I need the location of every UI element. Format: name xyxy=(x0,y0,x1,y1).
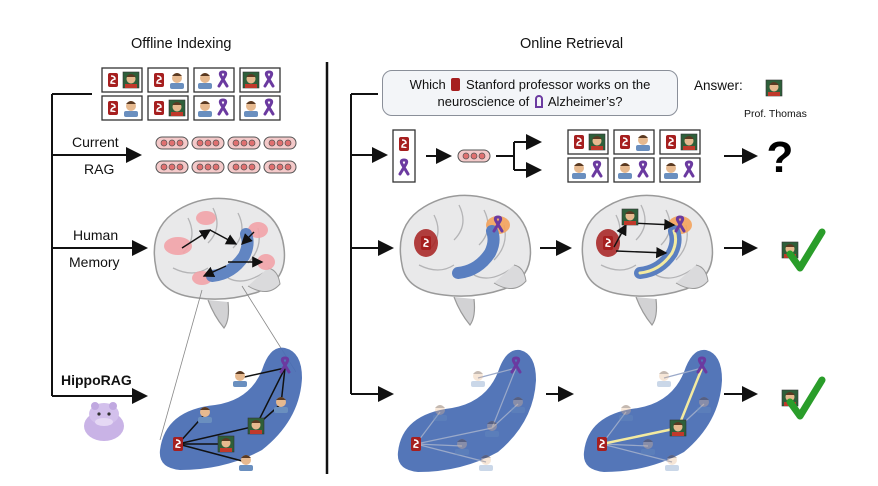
purple-ribbon-icon xyxy=(534,95,543,108)
answer-name: Prof. Thomas xyxy=(744,108,807,120)
hipporag-label: HippoRAG xyxy=(61,372,132,388)
answer-portrait-icon xyxy=(765,79,783,97)
human-memory-label-line2: Memory xyxy=(69,254,120,270)
answer-label: Answer: xyxy=(694,78,743,93)
offline-indexing-heading: Offline Indexing xyxy=(131,36,232,52)
online-retrieval-heading: Online Retrieval xyxy=(520,36,624,52)
retrieved-passages-rag xyxy=(567,129,701,183)
offline-bracket xyxy=(51,93,92,396)
check-mark-icon-hipporag xyxy=(781,376,826,420)
query-line2a: neuroscience of xyxy=(437,94,530,109)
online-bracket xyxy=(350,93,378,394)
hipporag-graph-online-2 xyxy=(583,349,722,472)
query-box: Which Stanford professor works on the ne… xyxy=(382,70,678,116)
check-mark-icon-memory xyxy=(781,228,826,272)
stanford-logo-icon xyxy=(451,78,461,91)
brain-icon-online-2 xyxy=(581,194,714,326)
query-line1: Stanford professor works on the xyxy=(466,77,651,92)
brain-icon-offline xyxy=(153,197,286,329)
hippo-icon xyxy=(84,402,124,441)
current-rag-label-line1: Current xyxy=(72,134,119,150)
brain-icon-online-1 xyxy=(399,194,532,326)
query-prefix: Which xyxy=(409,77,446,92)
question-mark-icon: ? xyxy=(767,133,794,182)
hipporag-graph-online-1 xyxy=(397,349,536,472)
current-rag-label-line2: RAG xyxy=(84,161,115,177)
human-memory-label-line1: Human xyxy=(73,227,119,243)
embedding-vectors xyxy=(155,136,297,174)
query-line2b: Alzheimer’s? xyxy=(547,94,623,109)
query-embedding-icon xyxy=(457,149,491,163)
hipporag-knowledge-graph-offline xyxy=(159,347,302,471)
passage-grid xyxy=(101,67,281,121)
query-entity-card xyxy=(392,129,416,183)
